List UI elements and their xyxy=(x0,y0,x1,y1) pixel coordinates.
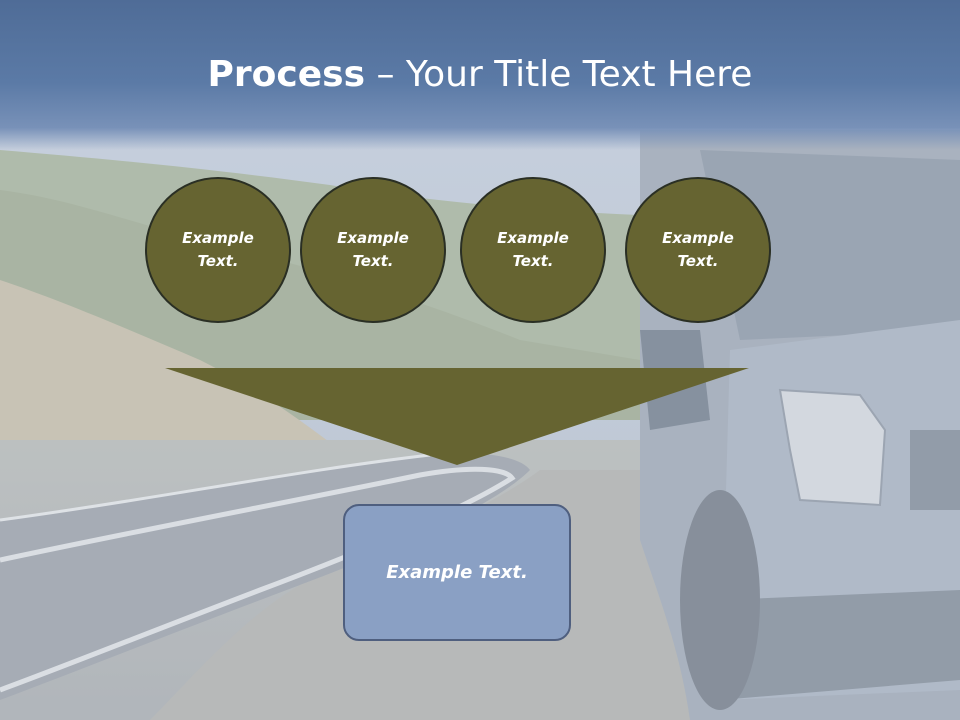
title-rest-part: – Your Title Text Here xyxy=(365,54,753,95)
process-circle-label: Example Text. xyxy=(182,229,254,270)
process-circle-2[interactable]: Example Text. xyxy=(300,177,446,323)
funnel-arrow[interactable] xyxy=(165,368,749,466)
funnel-triangle xyxy=(165,368,749,465)
process-circle-label: Example Text. xyxy=(497,229,569,270)
process-circle-1[interactable]: Example Text. xyxy=(145,177,291,323)
result-label: Example Text. xyxy=(386,562,528,583)
title-bold-part: Process xyxy=(207,54,366,95)
slide-title: Process – Your Title Text Here xyxy=(0,52,960,98)
result-box[interactable]: Example Text. xyxy=(343,504,571,641)
process-circle-4[interactable]: Example Text. xyxy=(625,177,771,323)
process-circle-label: Example Text. xyxy=(662,229,734,270)
process-circle-label: Example Text. xyxy=(337,229,409,270)
process-circle-3[interactable]: Example Text. xyxy=(460,177,606,323)
title-bar xyxy=(0,0,960,150)
